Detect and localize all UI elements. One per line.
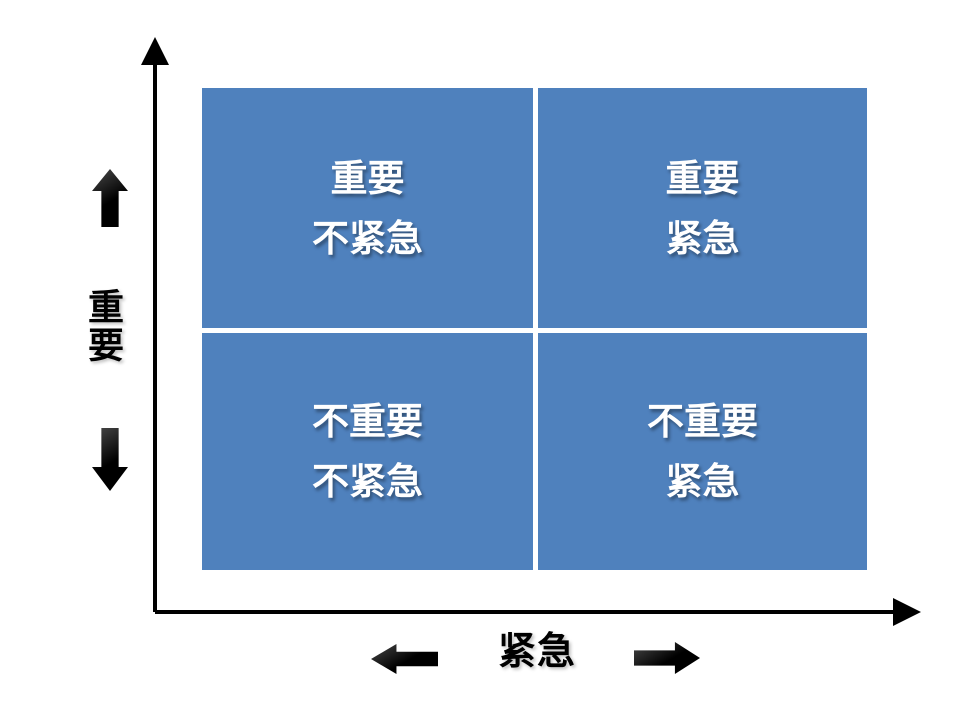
quadrant-label-line: 不重要 (647, 400, 758, 443)
quadrant-label-line: 紧急 (665, 460, 740, 503)
quadrant-important-not-urgent: 重要 不紧急 (202, 88, 533, 328)
y-axis-arrowhead-icon (141, 37, 169, 65)
importance-down-arrow-icon (92, 428, 128, 491)
urgency-right-arrow-icon (634, 642, 700, 674)
quadrant-not-important-not-urgent: 不重要 不紧急 (202, 333, 533, 570)
quadrant-label-line: 不重要 (312, 400, 423, 443)
x-axis-label: 紧急 (498, 629, 577, 673)
x-axis-arrowhead-icon (893, 598, 921, 626)
quadrant-label-line: 不紧急 (312, 216, 423, 260)
quadrant-grid: 重要 不紧急 重要 紧急 不重要 不紧急 不重要 紧急 (202, 88, 867, 570)
urgency-left-arrow-icon (371, 644, 438, 674)
quadrant-label-line: 重要 (665, 156, 740, 200)
quadrant-label-line: 重要 (330, 156, 405, 200)
y-axis-line (153, 52, 157, 612)
importance-up-arrow-icon (92, 169, 128, 227)
quadrant-label-line: 紧急 (665, 216, 740, 260)
x-axis-line (155, 610, 897, 614)
quadrant-important-urgent: 重要 紧急 (538, 88, 867, 328)
y-axis-label: 重要 (82, 288, 123, 364)
quadrant-not-important-urgent: 不重要 紧急 (538, 333, 867, 570)
quadrant-label-line: 不紧急 (312, 460, 423, 503)
